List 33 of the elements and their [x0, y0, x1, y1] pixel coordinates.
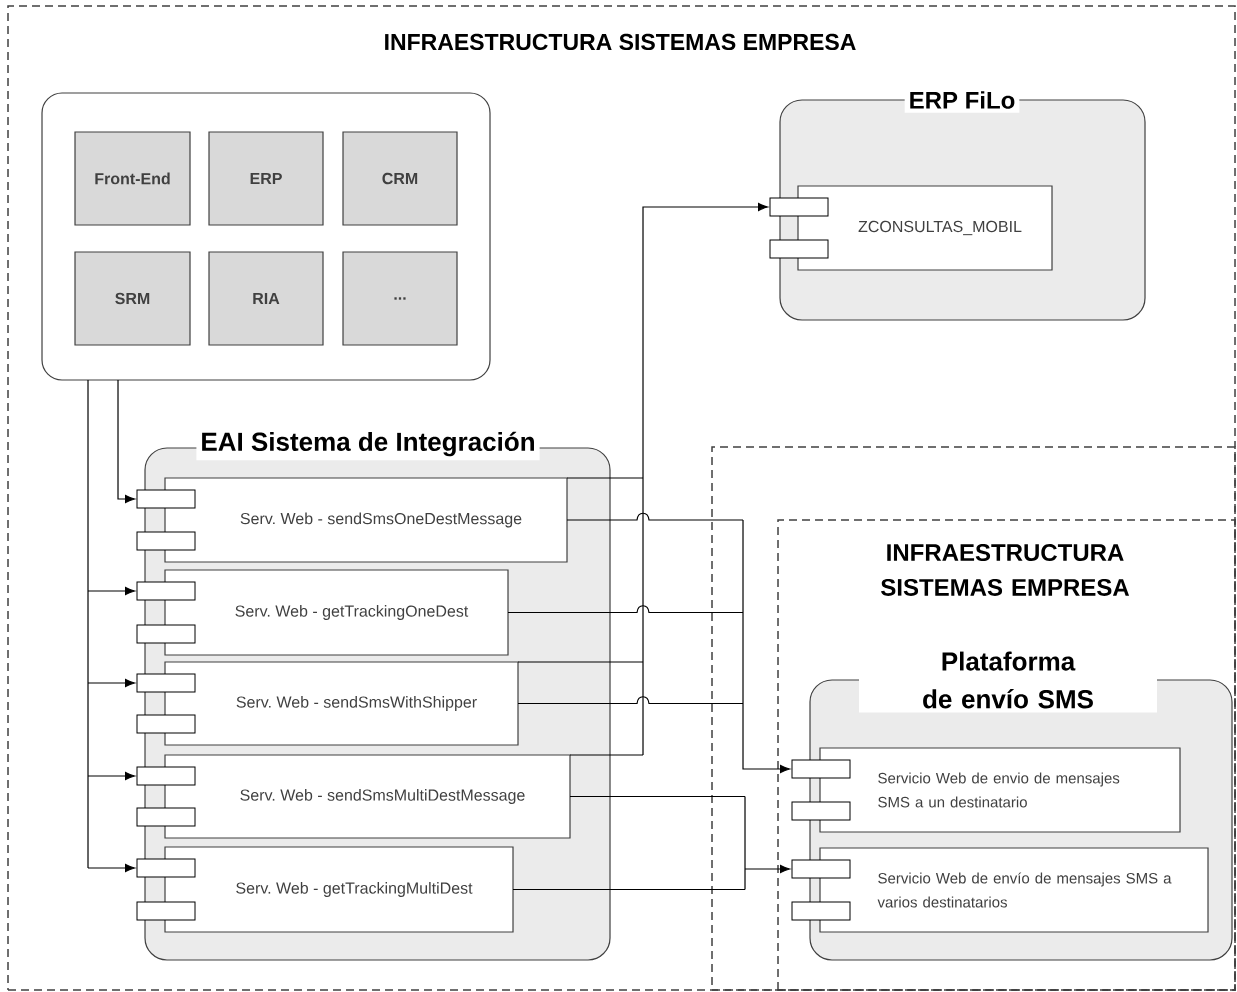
system-box: ERP: [208, 131, 324, 226]
connector-line: [507, 605, 744, 614]
component-box: Serv. Web - getTrackingOneDest: [136, 569, 509, 656]
system-box: Front-End: [74, 131, 191, 226]
component-box: Serv. Web - getTrackingMultiDest: [136, 846, 514, 933]
connector-line: [517, 661, 644, 663]
connector-line: [87, 379, 89, 869]
dashed-frame: [711, 446, 1236, 991]
component-box: Servicio Web de envío de mensajes SMS a varios destinatarios: [791, 847, 1209, 933]
arrow: [742, 519, 791, 774]
arrow: [642, 202, 769, 756]
arrow: [744, 795, 791, 891]
arrow: [87, 863, 136, 873]
arrow: [87, 586, 136, 596]
system-box: ...: [342, 251, 458, 346]
system-box: CRM: [342, 131, 458, 226]
connector-line: [517, 696, 744, 705]
component-box: ZCONSULTAS_MOBIL: [769, 185, 1053, 271]
arrow: [117, 379, 136, 504]
connector-line: [566, 477, 644, 479]
component-box: Serv. Web - sendSmsWithShipper: [136, 661, 519, 746]
arrow: [87, 771, 136, 781]
connector-line: [569, 795, 746, 798]
arrow: [87, 678, 136, 688]
connector-line: [512, 888, 746, 891]
component-box: Serv. Web - sendSmsMultiDestMessage: [136, 754, 571, 839]
component-box: Servicio Web de envio de mensajes SMS a un destinatario: [791, 747, 1181, 833]
system-box: SRM: [74, 251, 191, 346]
connector-line: [566, 512, 744, 521]
system-box: RIA: [208, 251, 324, 346]
connector-line: [569, 754, 644, 756]
component-box: Serv. Web - sendSmsOneDestMessage: [136, 477, 568, 563]
node-label: Plataforma: [942, 651, 1076, 671]
